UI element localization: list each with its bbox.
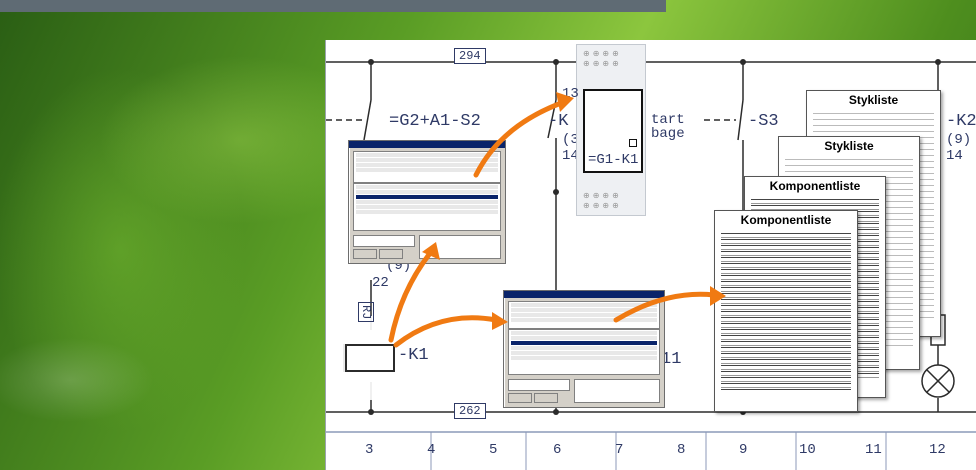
start-text-1: tart [651,112,685,128]
start-text-2: bage [651,126,685,142]
box-bottom-ref: 262 [454,403,486,419]
relay-k-prefix: -K [548,112,569,131]
k2-label: -K2 [946,112,976,131]
k2-sub2: 14 [946,148,963,164]
ref-11: 11 [661,350,682,369]
column-numbers: 3 4 5 6 7 8 9 10 11 12 [325,442,976,470]
box-top-ref: 294 [454,48,486,64]
software-window-bottom[interactable] [503,290,665,408]
komponentliste-title-1: Komponentliste [769,179,861,193]
k2-sub1: (9) [946,132,972,148]
contact-s2-label: =G2+A1-S2 [389,112,481,131]
relay-pin-top: 13 [562,86,579,102]
column-number: 9 [739,442,748,458]
column-number: 10 [799,442,816,458]
stykliste-title-2: Stykliste [824,139,874,153]
column-number: 5 [489,442,498,458]
komponentliste-doc-2: Komponentliste [714,210,858,412]
column-number: 8 [677,442,686,458]
ref-22: 22 [372,275,389,291]
stykliste-title-1: Stykliste [848,93,899,107]
column-number: 3 [365,442,374,458]
column-number: 11 [865,442,882,458]
relay-center: =G1-K1 [588,152,639,168]
column-number: 4 [427,442,436,458]
contact-s3-label: -S3 [748,112,779,131]
relay-module: ⊕⊕⊕⊕ ⊕⊕⊕⊕ ⊕⊕⊕⊕ ⊕⊕⊕⊕ [576,44,646,216]
software-window-top[interactable] [348,140,506,264]
column-number: 7 [615,442,624,458]
column-number: 6 [553,442,562,458]
schematic-sheet: 294 262 =G2+A1-S2 -S3 -K2 (9) 14 -K (3 1… [325,40,976,470]
vertical-tag: RJ [358,302,374,323]
komponentliste-title-2: Komponentliste [740,213,832,227]
top-bar [0,0,666,12]
relay-label: -K1 [398,346,429,365]
column-number: 12 [929,442,946,458]
